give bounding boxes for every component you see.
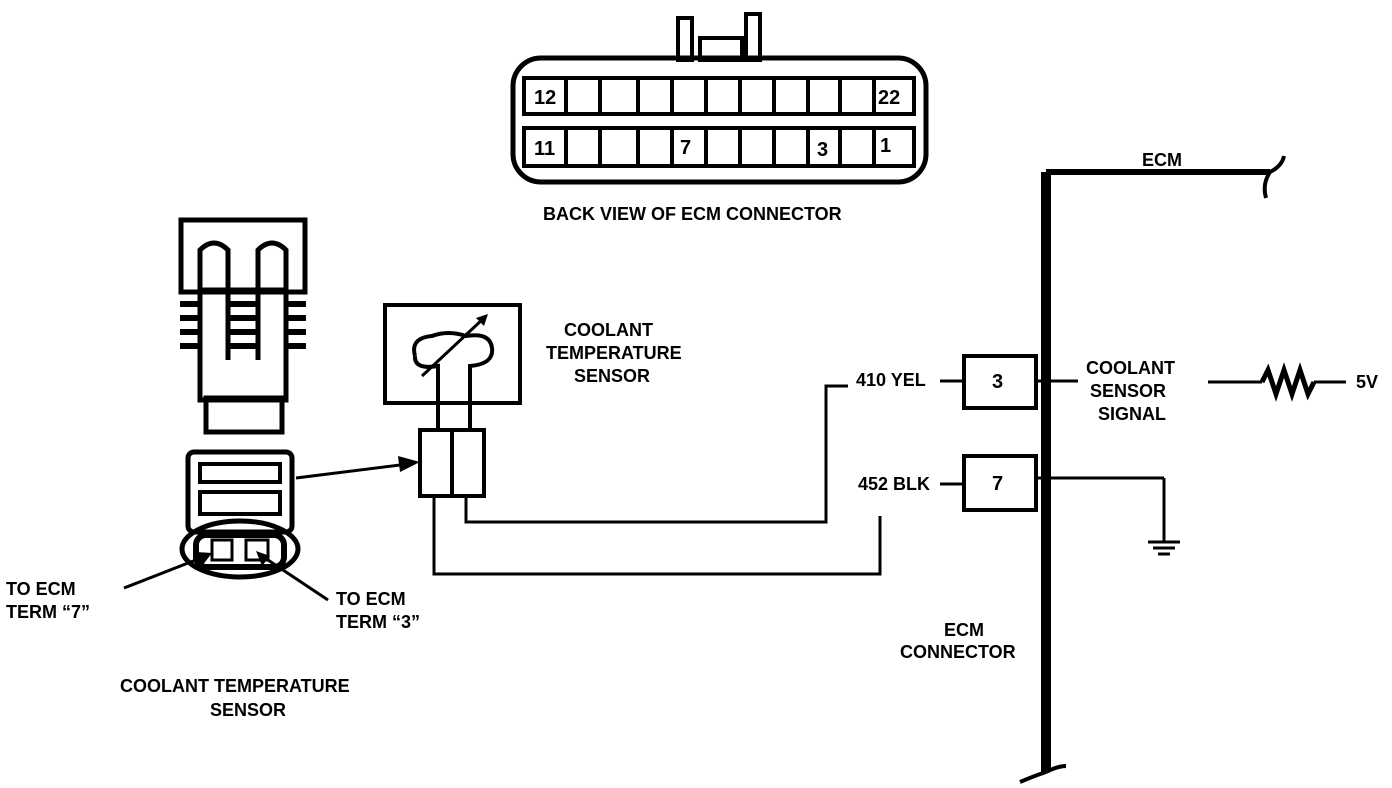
sensor-symbol-label-line3: SENSOR — [574, 366, 650, 386]
ecm-connector-caption: BACK VIEW OF ECM CONNECTOR — [543, 204, 842, 224]
callout-term3-line2: TERM “3” — [336, 612, 420, 632]
pin-label-1: 1 — [880, 135, 891, 157]
pin-label-11: 11 — [534, 138, 555, 160]
pin-label-3: 3 — [817, 139, 828, 161]
pin-row-bottom — [522, 126, 916, 168]
pin-label-22: 22 — [878, 87, 900, 109]
terminal-3 — [244, 538, 270, 562]
ground-icon — [1148, 540, 1180, 556]
arrowhead-term7 — [196, 552, 212, 566]
pin-row-top — [522, 76, 916, 116]
variable-arrowhead — [476, 314, 488, 326]
latch-tab-right — [744, 12, 762, 62]
ecm-connector-label-line1: ECM — [944, 620, 984, 640]
connector-pointer-arrow — [295, 462, 409, 480]
pointer-arrowhead — [398, 456, 420, 472]
callout-term3-line1: TO ECM — [336, 589, 406, 609]
signal-label-line2: SENSOR — [1090, 381, 1166, 401]
arrowhead-term3 — [256, 551, 270, 566]
ecm-break-top — [1262, 155, 1286, 199]
connector-body — [510, 55, 929, 185]
pin-label-7: 7 — [680, 137, 691, 159]
terminal-7 — [210, 538, 234, 562]
callout-arrow-term7 — [123, 554, 207, 590]
connector-slot-bottom — [198, 490, 282, 516]
plug-ribs — [180, 301, 306, 349]
wire-label-410-yel: 410 YEL — [856, 370, 926, 390]
plug-base — [203, 395, 285, 435]
sensor-caption-line2: SENSOR — [210, 700, 286, 720]
wire-label-452-blk: 452 BLK — [858, 474, 930, 494]
sensor-terminal-right — [450, 428, 486, 498]
signal-label-line1: COOLANT — [1086, 358, 1175, 378]
ecm-connector-label-line2: CONNECTOR — [900, 642, 1016, 662]
sensor-symbol: COOLANT TEMPERATURE SENSOR — [383, 303, 682, 498]
ecm-break-bottom — [1019, 764, 1067, 784]
terminal-cavity — [193, 532, 287, 570]
callout-term7-line1: TO ECM — [6, 579, 76, 599]
plug-u-channel — [197, 240, 289, 400]
callout-arrow-term3 — [261, 554, 329, 602]
ecm-terminal-3-label: 3 — [992, 371, 1003, 393]
pin-label-12: 12 — [534, 87, 556, 109]
sensor-plug — [178, 217, 308, 435]
connector-oval — [179, 518, 301, 580]
ecm-title: ECM — [1142, 150, 1182, 170]
sensor-symbol-label-line2: TEMPERATURE — [546, 343, 682, 363]
callout-term7-line2: TERM “7” — [6, 602, 90, 622]
supply-voltage-label: 5V — [1356, 372, 1378, 392]
variable-arrow — [420, 316, 486, 378]
ecm-block: ECM 3 7 COOLANT SENSOR SIGNAL 5V ECM CON… — [900, 150, 1378, 784]
sensor-connector-face: TO ECM TERM “7” TO ECM TERM “3” COOLANT … — [6, 449, 420, 720]
connector-slot-top — [198, 462, 282, 484]
sensor-terminal-left — [418, 428, 454, 498]
ecm-terminal-7-label: 7 — [992, 473, 1003, 495]
sensor-symbol-label-line1: COOLANT — [564, 320, 653, 340]
signal-label-line3: SIGNAL — [1098, 404, 1166, 424]
pin-dividers — [564, 78, 876, 166]
wire-410-yel — [464, 384, 848, 524]
thermistor-bulb — [412, 331, 495, 402]
wire-452-blk — [432, 496, 882, 576]
latch-tab-left — [676, 16, 694, 62]
sensor-box — [383, 303, 522, 405]
pullup-resistor-icon — [1259, 362, 1317, 402]
sensor-caption-line1: COOLANT TEMPERATURE — [120, 676, 350, 696]
ecm-connector-back-view: 12 22 11 7 3 1 BACK VIEW OF ECM CONNECTO… — [510, 12, 929, 224]
